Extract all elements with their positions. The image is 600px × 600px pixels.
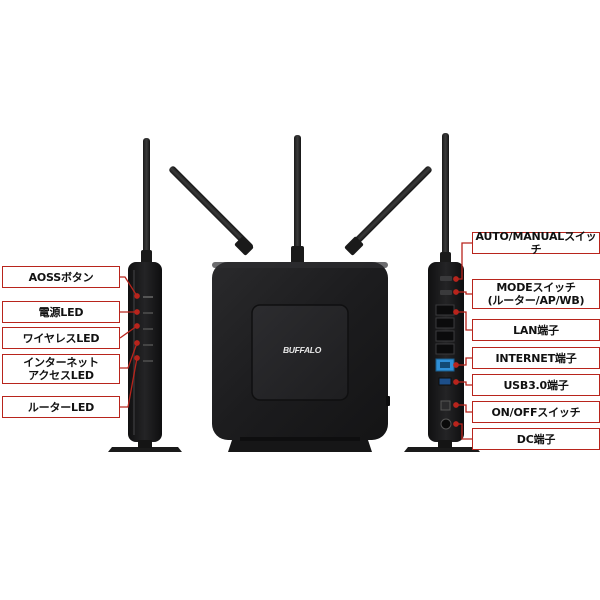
front-right-antenna — [347, 166, 432, 251]
front-face-panel — [251, 304, 349, 401]
buffalo-logo: BUFFALO — [282, 345, 322, 355]
router-right-side-view — [404, 133, 480, 452]
callout-auto-manual-switch: AUTO/MANUALスイッチ — [472, 230, 600, 256]
callout-power-led: 電源LED — [2, 301, 120, 323]
callout-internet-port: INTERNET端子 — [472, 347, 600, 369]
usb-port — [438, 377, 452, 386]
callout-mode-switch: MODEスイッチ (ルーター/AP/WB) — [472, 279, 600, 309]
front-center-antenna — [294, 135, 301, 250]
left-view-antenna — [143, 138, 150, 256]
lan-port-3 — [435, 330, 455, 342]
lan-port-4 — [435, 343, 455, 355]
callout-onoff-switch: ON/OFFスイッチ — [472, 401, 600, 423]
right-leader-lines — [453, 242, 472, 440]
lan-port-1 — [435, 304, 455, 316]
router-front-view — [169, 135, 432, 452]
front-left-antenna — [169, 166, 254, 251]
right-view-antenna — [442, 133, 449, 258]
left-leader-lines — [119, 276, 140, 408]
callout-aoss-button: AOSSボタン — [2, 266, 120, 288]
left-view-body — [128, 262, 162, 442]
callout-router-led: ルーターLED — [2, 396, 120, 418]
lan-port-2 — [435, 317, 455, 329]
callout-internet-access-led: インターネット アクセスLED — [2, 354, 120, 384]
callout-lan-port: LAN端子 — [472, 319, 600, 341]
callout-dc-port: DC端子 — [472, 428, 600, 450]
callout-usb-port: USB3.0端子 — [472, 374, 600, 396]
callout-wireless-led: ワイヤレスLED — [2, 327, 120, 349]
dc-jack — [440, 418, 452, 430]
power-switch — [440, 400, 451, 411]
